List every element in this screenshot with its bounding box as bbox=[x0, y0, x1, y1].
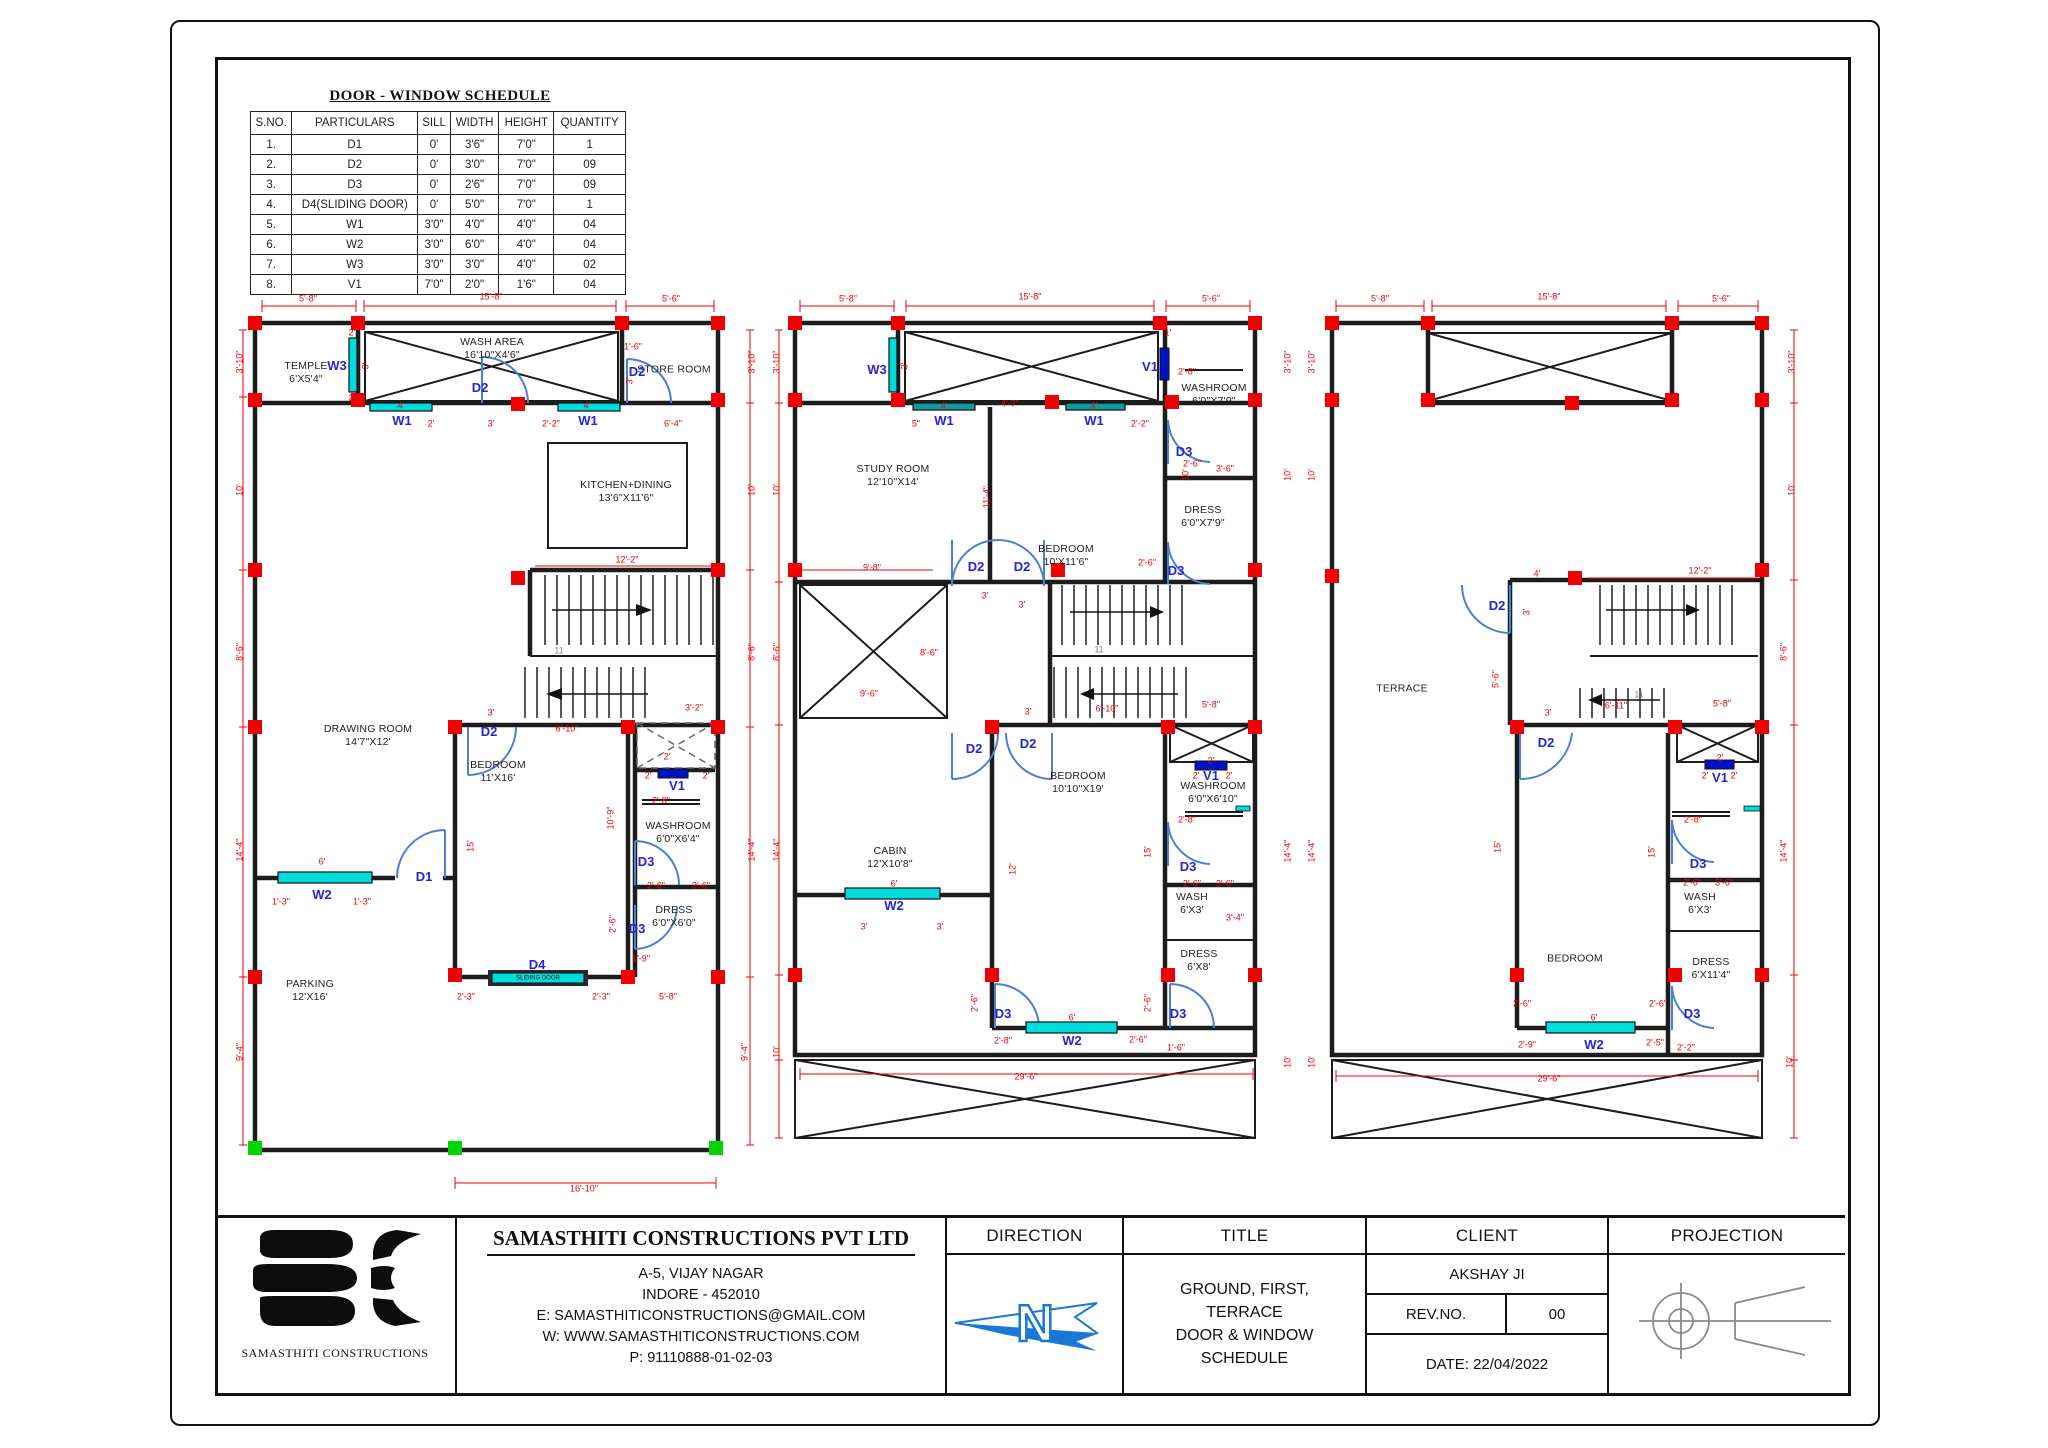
dimension-lines bbox=[775, 300, 1254, 1139]
company-logo bbox=[253, 1230, 421, 1326]
windows bbox=[1545, 759, 1761, 1034]
schedule-col-header: QUANTITY bbox=[553, 111, 626, 135]
date-value: DATE: 22/04/2022 bbox=[1425, 1355, 1549, 1373]
walls bbox=[1329, 320, 1765, 1058]
client-label: CLIENT bbox=[1367, 1218, 1607, 1255]
direction-cell: DIRECTION N bbox=[945, 1218, 1122, 1393]
thin-lines bbox=[1331, 332, 1763, 1139]
direction-label: DIRECTION bbox=[947, 1218, 1122, 1255]
stair-arrows bbox=[546, 604, 652, 700]
dimension-lines bbox=[239, 300, 754, 1189]
schedule-title: DOOR - WINDOW SCHEDULE bbox=[329, 88, 551, 104]
stair-arrows bbox=[1588, 604, 1700, 706]
title-block: SAMASTHITI CONSTRUCTIONS SAMASTHITI CONS… bbox=[215, 1215, 1845, 1393]
client-name: AKSHAY JI bbox=[1367, 1255, 1607, 1295]
projection-label: PROJECTION bbox=[1609, 1218, 1845, 1255]
columns bbox=[1325, 316, 1769, 982]
company-cell: SAMASTHITI CONSTRUCTIONS PVT LTD A-5, VI… bbox=[455, 1218, 945, 1393]
first-floor-plan bbox=[775, 300, 1262, 1139]
rev-label: REV.NO. bbox=[1367, 1295, 1507, 1333]
ground-columns bbox=[248, 1141, 723, 1155]
columns bbox=[788, 316, 1262, 982]
windows bbox=[844, 337, 1251, 1034]
stair-arrows bbox=[1080, 606, 1164, 700]
sheet-inner-border bbox=[215, 57, 1851, 1396]
columns bbox=[248, 316, 725, 984]
stairs bbox=[1053, 585, 1187, 718]
title-label: TITLE bbox=[1124, 1218, 1365, 1255]
dimension-lines bbox=[1335, 300, 1798, 1139]
client-cell: CLIENT AKSHAY JI REV.NO. 00 DATE: 22/04/… bbox=[1365, 1218, 1607, 1393]
company-name: SAMASTHITI CONSTRUCTIONS PVT LTD bbox=[486, 1226, 916, 1256]
thin-lines bbox=[364, 331, 718, 805]
rev-value: 00 bbox=[1548, 1305, 1566, 1323]
schedule-col-header: HEIGHT bbox=[498, 111, 555, 135]
windows bbox=[277, 337, 689, 986]
terrace-plan bbox=[1325, 300, 1798, 1139]
drawing-title: GROUND, FIRST, TERRACE DOOR & WINDOW SCH… bbox=[1175, 1280, 1314, 1368]
walls bbox=[252, 320, 721, 1153]
title-cell: TITLE GROUND, FIRST, TERRACE DOOR & WIND… bbox=[1122, 1218, 1365, 1393]
thin-lines bbox=[794, 331, 1256, 1139]
north-arrow-icon: N bbox=[954, 1294, 1100, 1354]
doors bbox=[1461, 584, 1715, 1030]
ground-floor-plan bbox=[239, 300, 754, 1189]
revision-row: REV.NO. 00 bbox=[1367, 1295, 1607, 1335]
company-address: A-5, VIJAY NAGAR INDORE - 452010 E: SAMA… bbox=[536, 1266, 866, 1367]
doors bbox=[951, 419, 1215, 1029]
company-logo-cell: SAMASTHITI CONSTRUCTIONS bbox=[215, 1218, 455, 1393]
projection-cell: PROJECTION bbox=[1607, 1218, 1845, 1393]
logo-caption: SAMASTHITI CONSTRUCTIONS bbox=[241, 1346, 429, 1360]
doors bbox=[396, 356, 680, 950]
svg-text:N: N bbox=[1016, 1295, 1054, 1353]
sheet-outer-border bbox=[170, 20, 1880, 1426]
stairs bbox=[1579, 585, 1733, 718]
shaft-cross bbox=[636, 722, 716, 769]
projection-icon bbox=[1639, 1283, 1831, 1359]
schedule-col-header: SILL bbox=[417, 111, 451, 135]
